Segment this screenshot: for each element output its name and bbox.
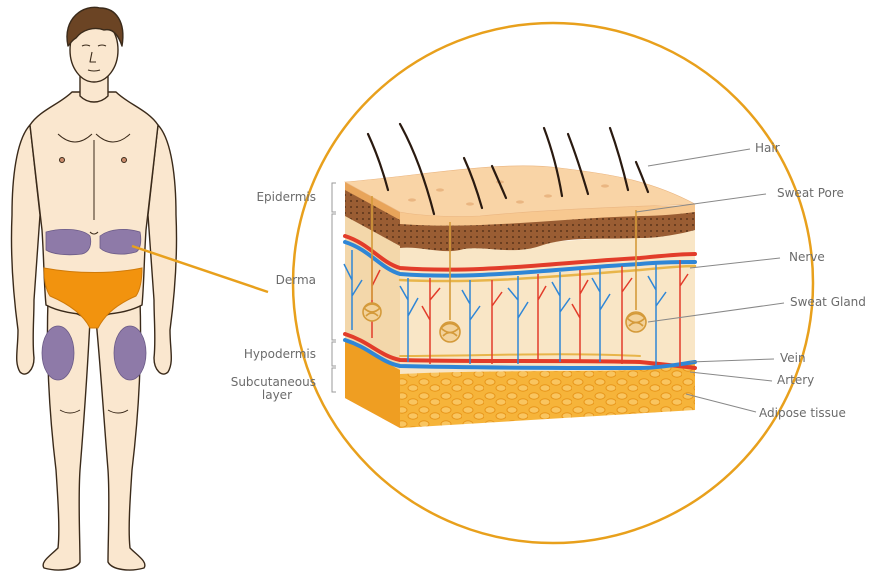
side-face-fat xyxy=(345,340,400,428)
connector-line xyxy=(131,244,269,294)
leader-lines xyxy=(635,148,785,413)
layer-brackets xyxy=(331,182,336,393)
label-artery: Artery xyxy=(777,373,814,387)
capillaries-red xyxy=(371,256,689,366)
face xyxy=(81,44,107,72)
left-arm xyxy=(10,124,41,375)
hair xyxy=(66,6,124,47)
injection-site-thigh-right xyxy=(113,325,147,381)
fat-layer xyxy=(400,356,695,428)
label-nerve: Nerve xyxy=(789,250,825,264)
injection-site-thigh-left xyxy=(41,325,75,381)
lower-vein xyxy=(343,338,697,371)
label-adipose-tissue: Adipose tissue xyxy=(759,406,846,420)
label-hair: Hair xyxy=(755,141,780,155)
label-subcutaneous-layer: layer xyxy=(262,388,292,402)
blood-vessels xyxy=(343,234,697,371)
label-derma: Derma xyxy=(276,273,316,287)
injection-sites xyxy=(41,228,147,381)
sweat-glands xyxy=(362,196,647,343)
right-arm xyxy=(147,124,178,375)
label-subcutaneous: Subcutaneous xyxy=(231,375,316,389)
skin-pores xyxy=(408,180,609,206)
label-sweat-gland: Sweat Gland xyxy=(790,295,866,309)
neck xyxy=(79,75,109,103)
chest-lines xyxy=(57,133,131,235)
underwear xyxy=(43,267,143,329)
dotted-layer xyxy=(400,210,695,252)
hairs xyxy=(366,122,650,216)
upper-artery xyxy=(343,234,697,272)
label-sweat-pore: Sweat Pore xyxy=(777,186,844,200)
label-hypodermis: Hypodermis xyxy=(244,347,316,361)
knees xyxy=(59,409,129,414)
epidermis-layer xyxy=(400,204,695,226)
upper-nerve xyxy=(398,264,697,283)
lower-artery xyxy=(343,332,697,370)
skin-block xyxy=(343,122,697,428)
injection-site-abdomen-right xyxy=(99,228,142,255)
injection-site-abdomen-left xyxy=(45,228,92,256)
capillaries-blue xyxy=(343,250,667,366)
upper-vein xyxy=(343,240,697,278)
label-vein: Vein xyxy=(780,351,806,365)
label-epidermis: Epidermis xyxy=(256,190,316,204)
